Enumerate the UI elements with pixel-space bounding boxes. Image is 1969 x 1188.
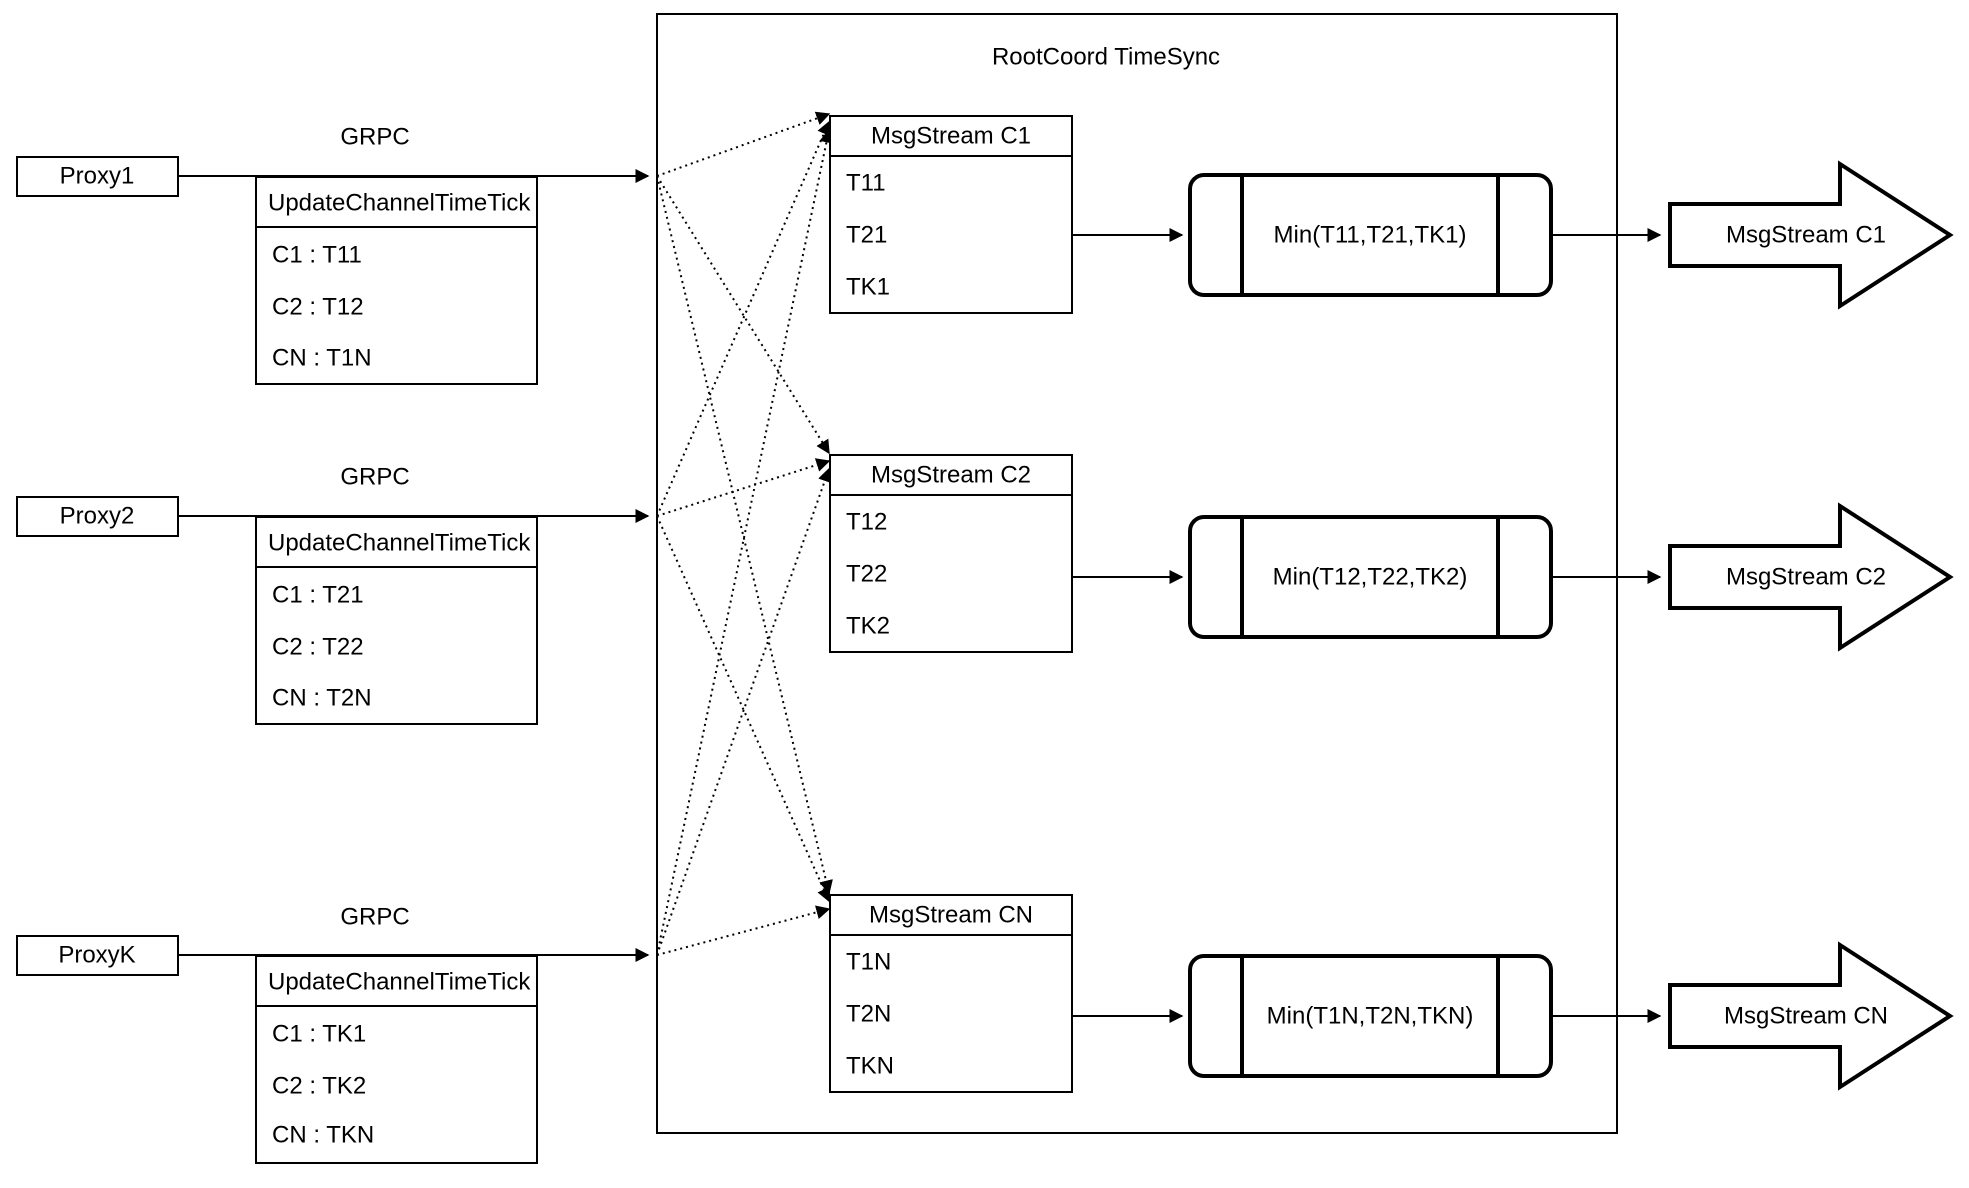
min-reducer-box: Min(T1N,T2N,TKN) <box>1188 954 1553 1078</box>
table-cell: CN : TKN <box>272 1122 374 1149</box>
table-header: UpdateChannelTimeTick <box>268 190 531 217</box>
table-border <box>255 955 538 1164</box>
grpc-label: GRPC <box>340 904 409 931</box>
table-cell: T1N <box>846 949 891 976</box>
table-cell: T11 <box>846 170 886 197</box>
dotted-line-pk-c1 <box>656 128 834 956</box>
grpc-fanout-lines <box>656 111 834 956</box>
table-cell: C1 : TK1 <box>272 1021 366 1048</box>
table-cell: C1 : T21 <box>272 582 364 609</box>
table-cell: TKN <box>846 1053 894 1080</box>
output-arrow: MsgStream CN <box>1668 941 1954 1091</box>
fat-arrow-icon <box>1668 160 1954 310</box>
table-cell: C2 : T12 <box>272 294 364 321</box>
table-header: MsgStream C1 <box>871 123 1031 150</box>
dotted-line-p2-cn <box>656 515 831 903</box>
table-border <box>255 516 538 725</box>
output-arrow-label: MsgStream CN <box>1724 1003 1888 1030</box>
table-border <box>829 454 1073 653</box>
proxy-row-2: GRPC Proxy2 UpdateChannelTimeTick C1 : T… <box>16 464 650 725</box>
proxy-label: Proxy1 <box>60 163 135 190</box>
dotted-line-p1-c2 <box>656 175 830 455</box>
msgstream-table: MsgStream CN T1N T2N TKN <box>829 894 1073 1093</box>
msgstream-table: MsgStream C2 T12 T22 TK2 <box>829 454 1073 653</box>
msgstream-table: MsgStream C1 T11 T21 TK1 <box>829 115 1073 314</box>
table-header: MsgStream C2 <box>871 462 1031 489</box>
table-cell: T12 <box>846 509 887 536</box>
proxy-box <box>16 156 179 197</box>
grpc-label: GRPC <box>340 464 409 491</box>
min-label: Min(T1N,T2N,TKN) <box>1267 1003 1474 1030</box>
table-cell: CN : T1N <box>272 345 372 372</box>
table-border <box>255 176 538 385</box>
proxy-box <box>16 496 179 537</box>
dotted-line-pk-c2 <box>656 467 832 956</box>
update-channel-timetick-table: UpdateChannelTimeTick C1 : T21 C2 : T22 … <box>255 516 538 725</box>
table-border <box>829 894 1073 1093</box>
table-header: UpdateChannelTimeTick <box>268 969 531 996</box>
table-border <box>829 115 1073 314</box>
update-channel-timetick-table: UpdateChannelTimeTick C1 : TK1 C2 : TK2 … <box>255 955 538 1164</box>
table-cell: CN : T2N <box>272 685 372 712</box>
table-cell: TK2 <box>846 613 890 640</box>
table-header: UpdateChannelTimeTick <box>268 530 531 557</box>
output-arrow: MsgStream C1 <box>1668 160 1954 310</box>
stream-row-1: MsgStream C1 T11 T21 TK1 Min(T11,T21,TK1… <box>829 115 1954 314</box>
table-cell: C2 : TK2 <box>272 1073 366 1100</box>
proxy-box <box>16 935 179 976</box>
rootcoord-title: RootCoord TimeSync <box>992 44 1220 71</box>
proxy-row-3: GRPC ProxyK UpdateChannelTimeTick C1 : T… <box>16 904 650 1164</box>
table-cell: T2N <box>846 1001 891 1028</box>
proxy-row-1: GRPC Proxy1 UpdateChannelTimeTick C1 : T… <box>16 124 650 385</box>
min-reducer-box: Min(T11,T21,TK1) <box>1188 173 1553 297</box>
output-arrow-label: MsgStream C1 <box>1726 222 1886 249</box>
table-cell: T21 <box>846 222 887 249</box>
min-reducer-box: Min(T12,T22,TK2) <box>1188 515 1553 639</box>
table-cell: TK1 <box>846 274 890 301</box>
table-header: MsgStream CN <box>869 902 1033 929</box>
fat-arrow-icon <box>1668 502 1954 652</box>
output-arrow-label: MsgStream C2 <box>1726 564 1886 591</box>
min-label: Min(T12,T22,TK2) <box>1273 564 1468 591</box>
grpc-label: GRPC <box>340 124 409 151</box>
dotted-line-p1-c1 <box>656 111 831 177</box>
proxy-label: Proxy2 <box>60 503 135 530</box>
stream-row-3: MsgStream CN T1N T2N TKN Min(T1N,T2N,TKN… <box>829 894 1954 1093</box>
output-arrow: MsgStream C2 <box>1668 502 1954 652</box>
update-channel-timetick-table: UpdateChannelTimeTick C1 : T11 C2 : T12 … <box>255 176 538 385</box>
proxy-label: ProxyK <box>58 942 135 969</box>
fat-arrow-icon <box>1668 941 1954 1091</box>
min-label: Min(T11,T21,TK1) <box>1274 222 1467 249</box>
stream-row-2: MsgStream C2 T12 T22 TK2 Min(T12,T22,TK2… <box>829 454 1954 653</box>
dotted-line-p2-c2 <box>656 458 831 517</box>
table-cell: T22 <box>846 561 887 588</box>
table-cell: C2 : T22 <box>272 634 364 661</box>
table-cell: C1 : T11 <box>272 242 362 269</box>
